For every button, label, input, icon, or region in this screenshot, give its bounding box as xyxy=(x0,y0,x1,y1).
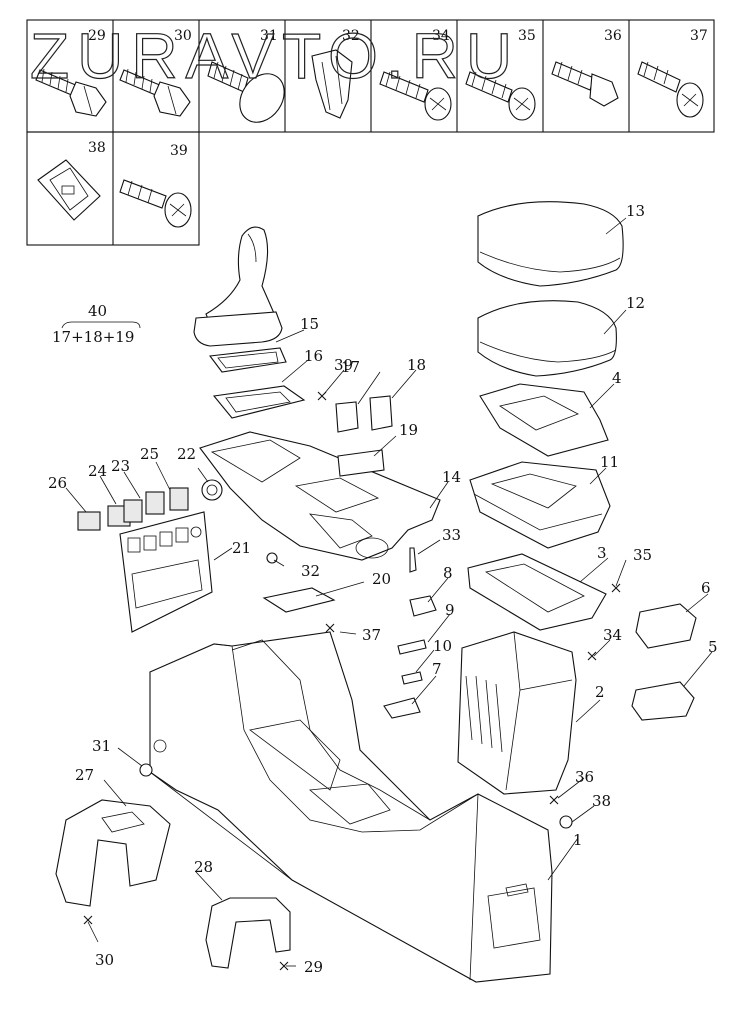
callout-24: 24 xyxy=(88,462,107,480)
hex-bolt-icon xyxy=(35,68,107,117)
callout-numbers: 1 2 3 4 5 6 7 8 9 10 11 12 13 14 15 16 1… xyxy=(48,202,718,976)
cell-number-31: 31 xyxy=(260,28,278,44)
callout-30: 30 xyxy=(95,951,114,969)
callout-6: 6 xyxy=(701,579,711,597)
callout-2: 2 xyxy=(595,683,605,701)
bracket-clip-icon xyxy=(311,49,353,119)
armrest-base-4 xyxy=(479,383,609,457)
bracket-28 xyxy=(205,897,291,969)
flange-bolt-icon xyxy=(551,61,619,107)
callout-12: 12 xyxy=(626,294,645,312)
callout-11: 11 xyxy=(600,453,619,471)
callout-1: 1 xyxy=(573,831,583,849)
callout-16: 16 xyxy=(304,347,323,365)
callout-26: 26 xyxy=(48,474,67,492)
callout-19: 19 xyxy=(399,421,418,439)
cell-number-37: 37 xyxy=(690,28,708,44)
callout-8: 8 xyxy=(443,564,453,582)
push-clip-icon xyxy=(207,61,285,123)
fastener-table: 29 30 31 32 34 35 36 37 38 39 xyxy=(26,19,715,246)
callout-3: 3 xyxy=(597,544,607,562)
watermark: ZURAVTO.RU xyxy=(30,20,520,92)
armrest-pad-12 xyxy=(477,300,617,377)
cell-number-30: 30 xyxy=(174,28,192,44)
callout-36: 36 xyxy=(575,768,594,786)
callout-28: 28 xyxy=(194,858,213,876)
callout-25: 25 xyxy=(140,445,159,463)
callout-9: 9 xyxy=(445,601,455,619)
switch-panel xyxy=(119,511,213,633)
side-clips xyxy=(631,603,697,721)
kit-number: 40 xyxy=(88,302,107,320)
cell-number-39: 39 xyxy=(170,143,188,159)
switch-buttons xyxy=(77,479,223,531)
armrest-lid-13 xyxy=(477,201,624,287)
storage-bin-2 xyxy=(457,631,577,795)
cell-number-36: 36 xyxy=(604,28,622,44)
callout-38: 38 xyxy=(592,792,611,810)
small-trim-parts xyxy=(262,395,437,719)
kit-label-40: 40 17+18+19 xyxy=(52,302,141,346)
callout-17: 17 xyxy=(341,358,360,376)
shift-knob-boot xyxy=(193,226,306,419)
kit-formula: 17+18+19 xyxy=(52,328,134,346)
callout-33: 33 xyxy=(442,526,461,544)
callout-20: 20 xyxy=(372,570,391,588)
cell-number-32: 32 xyxy=(342,28,360,44)
callout-18: 18 xyxy=(407,356,426,374)
callout-32: 32 xyxy=(301,562,320,580)
callout-22: 22 xyxy=(177,445,196,463)
callout-15: 15 xyxy=(300,315,319,333)
cell-number-38: 38 xyxy=(88,140,106,156)
callout-37: 37 xyxy=(362,626,381,644)
callout-7: 7 xyxy=(432,660,442,678)
cell-number-29: 29 xyxy=(88,28,106,44)
callout-10: 10 xyxy=(433,637,452,655)
screw-icon xyxy=(637,61,704,118)
bracket-27 xyxy=(55,799,171,907)
screw-icon xyxy=(465,71,536,121)
cell-number-35: 35 xyxy=(518,28,536,44)
callout-34: 34 xyxy=(603,626,622,644)
callout-4: 4 xyxy=(612,369,622,387)
callout-23: 23 xyxy=(111,457,130,475)
cell-number-34: 34 xyxy=(432,28,450,44)
callout-35: 35 xyxy=(633,546,652,564)
callout-29: 29 xyxy=(304,958,323,976)
callout-39: 39 xyxy=(334,356,353,374)
leader-lines xyxy=(65,217,713,967)
lid-frame-3 xyxy=(467,553,607,631)
callout-14: 14 xyxy=(442,468,461,486)
tapping-screw-icon xyxy=(119,179,192,228)
clip-nut-icon xyxy=(37,159,101,221)
callout-31: 31 xyxy=(92,737,111,755)
callout-21: 21 xyxy=(232,539,251,557)
callout-27: 27 xyxy=(75,766,94,784)
callout-5: 5 xyxy=(708,638,718,656)
screw-icon xyxy=(379,71,452,121)
callout-13: 13 xyxy=(626,202,645,220)
console-body xyxy=(149,631,553,983)
center-bezel xyxy=(199,431,441,561)
storage-tray-11 xyxy=(469,461,611,549)
hex-bolt-icon xyxy=(119,68,191,117)
